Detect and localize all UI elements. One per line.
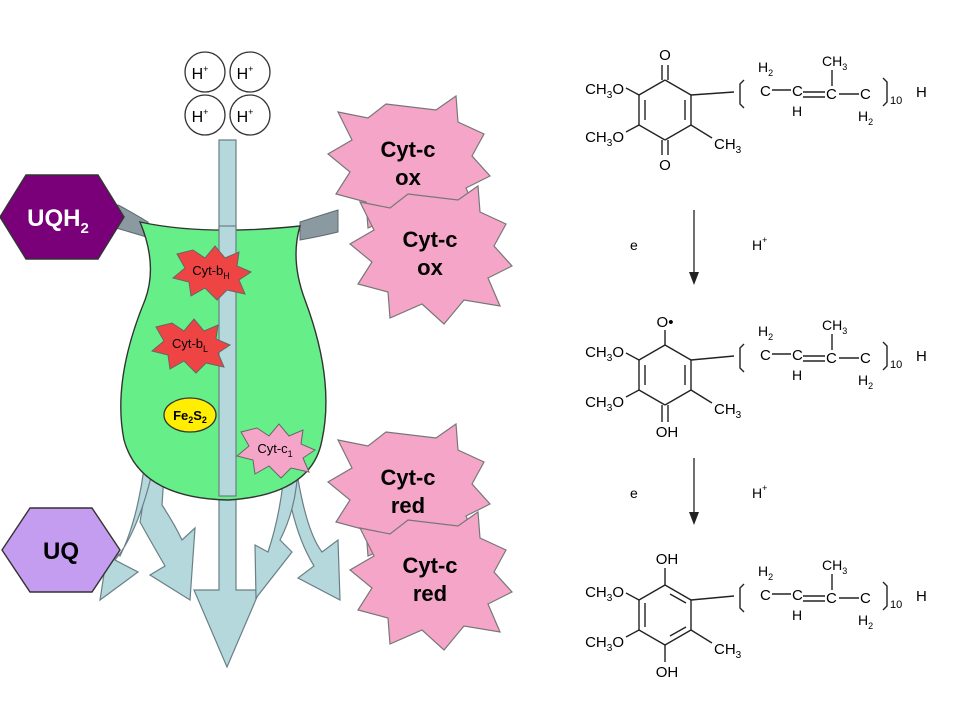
proton-circle: H+ <box>184 94 226 136</box>
cyt-c-red-blob: Cyt-c red <box>327 423 491 563</box>
svg-text:CH3O: CH3O <box>585 81 624 101</box>
svg-text:H2: H2 <box>858 372 873 391</box>
svg-text:Cyt-c1: Cyt-c1 <box>257 441 292 459</box>
svg-text:CH3: CH3 <box>822 557 847 576</box>
svg-text:CH3O: CH3O <box>585 584 624 604</box>
uq-hexagon: UQ <box>1 507 121 593</box>
fork-arrow-right <box>254 459 341 602</box>
ubiquinol-structure: OH OH CH3O CH3O CH3 H2 C C H C CH3 C H2 … <box>585 551 927 681</box>
svg-text:C: C <box>826 86 837 103</box>
svg-text:C: C <box>760 347 771 364</box>
svg-text:C: C <box>860 86 871 103</box>
svg-text:H2: H2 <box>758 323 773 342</box>
svg-text:H2: H2 <box>858 612 873 631</box>
svg-text:10: 10 <box>890 359 902 371</box>
svg-text:Cyt-bH: Cyt-bH <box>192 263 230 281</box>
svg-text:C: C <box>860 590 871 607</box>
svg-text:H+: H+ <box>237 64 254 83</box>
svg-text:Cyt-c: Cyt-c <box>380 137 435 162</box>
svg-text:UQH2: UQH2 <box>27 205 89 237</box>
proton-circle: H+ <box>184 51 226 93</box>
svg-text:UQ: UQ <box>43 538 79 565</box>
svg-text:CH3: CH3 <box>714 641 742 661</box>
svg-text:Cyt-c: Cyt-c <box>380 465 435 490</box>
svg-text:H: H <box>792 607 802 623</box>
ubiquinone-structure: O O CH3O CH3O CH3 H2 C C H C CH3 C H2 10… <box>585 47 927 174</box>
svg-text:OH: OH <box>656 551 679 568</box>
cyt-bh-blob: Cyt-bH <box>172 245 252 301</box>
svg-text:O: O <box>659 47 671 64</box>
svg-text:C: C <box>760 83 771 100</box>
svg-text:Cyt-c: Cyt-c <box>402 553 457 578</box>
svg-text:C: C <box>826 590 837 607</box>
cyt-c-ox-blob: Cyt-c ox <box>349 185 513 325</box>
svg-text:C: C <box>792 83 803 100</box>
cyt-c-ox-blob: Cyt-c ox <box>327 95 491 235</box>
svg-text:OH: OH <box>656 664 679 681</box>
reduction-step-1: e H+ <box>630 210 767 285</box>
svg-text:e: e <box>630 237 638 253</box>
cyt-c-red-blob: Cyt-c red <box>349 511 513 651</box>
svg-text:ox: ox <box>417 255 443 280</box>
svg-text:C: C <box>792 347 803 364</box>
uqh2-hexagon: UQH2 <box>0 174 125 260</box>
proton-circle: H+ <box>229 51 271 93</box>
svg-text:CH3: CH3 <box>714 136 742 156</box>
svg-text:ox: ox <box>395 165 421 190</box>
svg-text:H: H <box>792 367 802 383</box>
svg-text:H: H <box>792 103 802 119</box>
svg-text:C: C <box>792 587 803 604</box>
fe2s2-cluster: Fe2S2 <box>163 397 217 433</box>
svg-text:H+: H+ <box>752 483 767 501</box>
cyt-c1-blob: Cyt-c1 <box>236 423 316 479</box>
svg-text:C: C <box>860 350 871 367</box>
proton-group: H+ H+ H+ H+ <box>184 51 271 136</box>
uq-channel-right <box>299 209 339 241</box>
proton-circle: H+ <box>229 94 271 136</box>
svg-text:O: O <box>659 157 671 174</box>
svg-text:10: 10 <box>890 95 902 107</box>
svg-text:CH3O: CH3O <box>585 634 624 654</box>
svg-text:OH: OH <box>656 424 679 441</box>
svg-text:red: red <box>413 581 447 606</box>
svg-text:H+: H+ <box>752 235 767 253</box>
svg-text:Fe2S2: Fe2S2 <box>173 408 207 425</box>
svg-text:red: red <box>391 493 425 518</box>
svg-text:CH3: CH3 <box>714 401 742 421</box>
svg-text:H2: H2 <box>858 108 873 127</box>
svg-text:H: H <box>916 348 927 365</box>
svg-text:O•: O• <box>657 314 674 331</box>
svg-text:H2: H2 <box>758 563 773 582</box>
reduction-step-2: e H+ <box>630 458 767 525</box>
svg-text:e: e <box>630 485 638 501</box>
svg-text:H+: H+ <box>192 107 209 126</box>
svg-text:C: C <box>760 587 771 604</box>
svg-text:10: 10 <box>890 599 902 611</box>
cyt-bl-blob: Cyt-bL <box>151 318 231 374</box>
semiquinone-structure: O• OH CH3O CH3O CH3 H2 C C H C CH3 C H2 … <box>585 314 927 441</box>
svg-text:H: H <box>916 84 927 101</box>
svg-text:C: C <box>826 350 837 367</box>
svg-text:CH3O: CH3O <box>585 129 624 149</box>
svg-text:H: H <box>916 588 927 605</box>
svg-text:CH3O: CH3O <box>585 394 624 414</box>
svg-text:H2: H2 <box>758 59 773 78</box>
svg-text:H+: H+ <box>237 107 254 126</box>
svg-text:Cyt-bL: Cyt-bL <box>172 336 208 354</box>
svg-text:CH3O: CH3O <box>585 344 624 364</box>
svg-text:CH3: CH3 <box>822 53 847 72</box>
svg-text:Cyt-c: Cyt-c <box>402 227 457 252</box>
svg-text:CH3: CH3 <box>822 317 847 336</box>
svg-text:H+: H+ <box>192 64 209 83</box>
